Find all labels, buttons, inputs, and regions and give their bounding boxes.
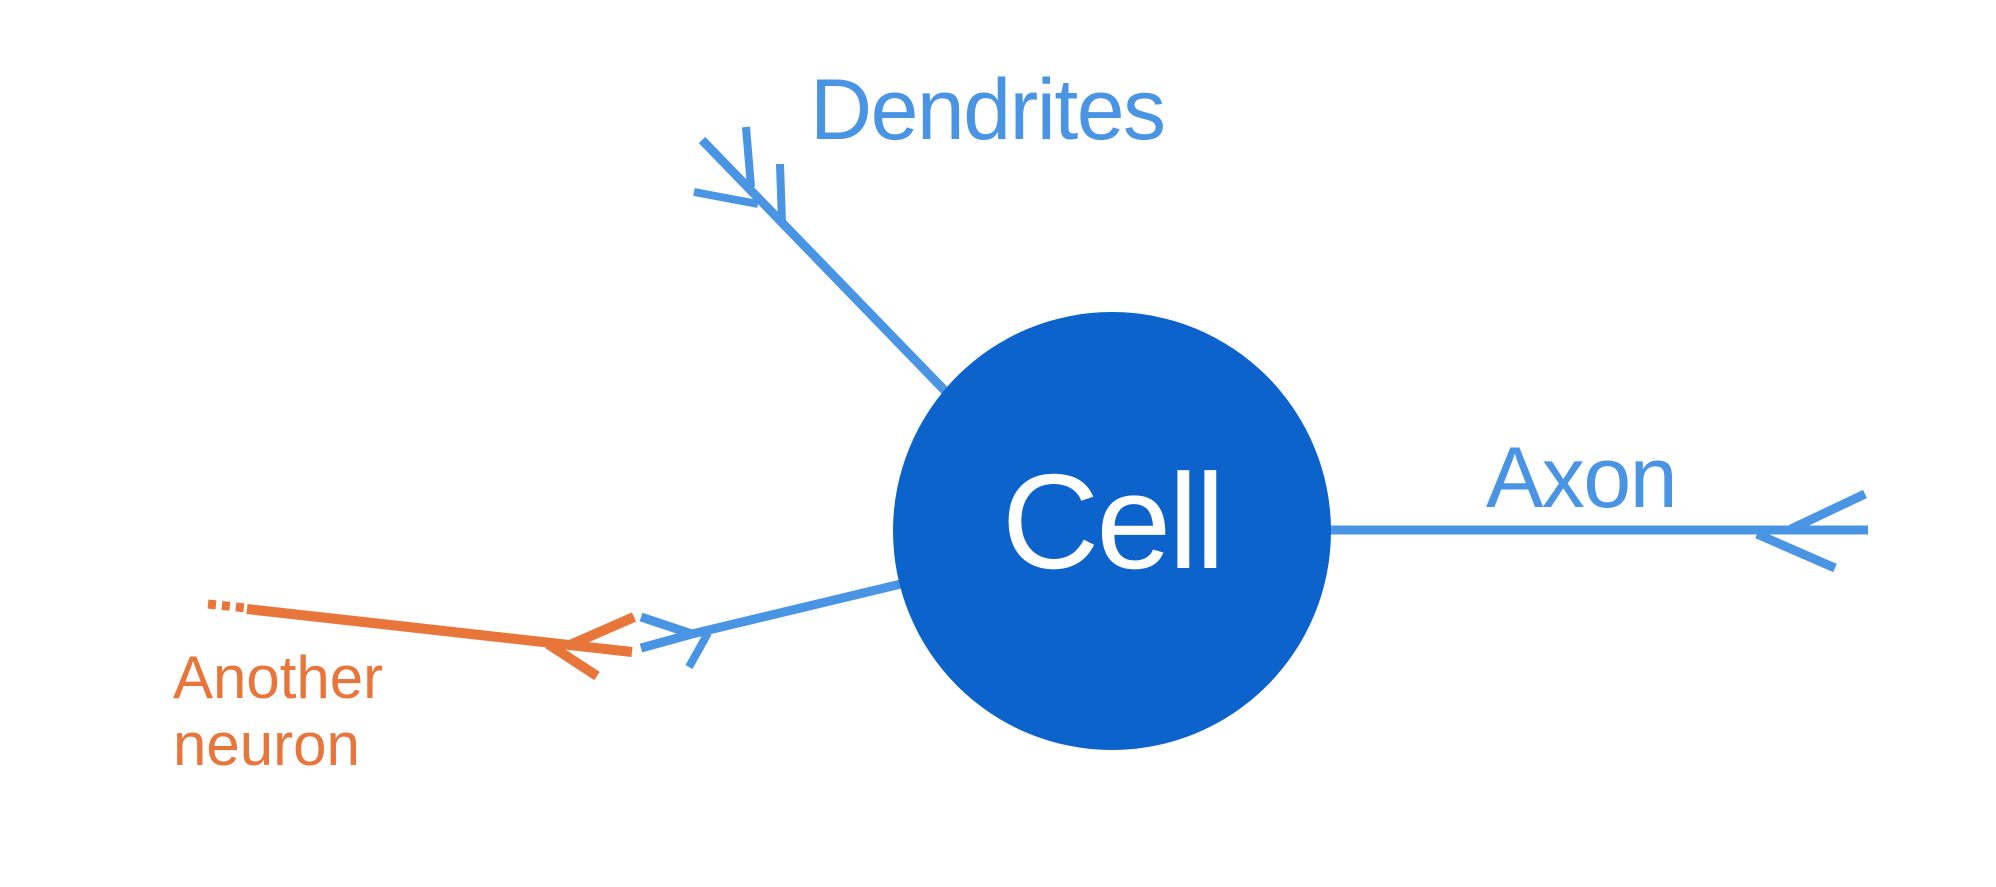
axon-line-group <box>1325 489 1868 573</box>
dendrite-lower-branch <box>685 631 712 669</box>
cell-label: Cell <box>1001 445 1226 597</box>
dendrite-upper <box>693 126 954 400</box>
other-neuron-dashed-start <box>207 599 247 613</box>
dendrite-lower <box>639 578 907 669</box>
dendrite-lower-main-line <box>690 578 907 639</box>
dendrite-upper-branch-3 <box>776 163 786 224</box>
other-neuron-arrowhead-lower <box>545 639 600 681</box>
axon-label: Axon <box>1486 430 1678 526</box>
dendrite-lower-chevron-lower <box>639 629 694 653</box>
axon-arrowhead-lower <box>1755 529 1837 573</box>
cell-body-circle <box>893 312 1331 750</box>
other-neuron-main-line <box>246 604 633 657</box>
dendrites-label: Dendrites <box>810 62 1166 158</box>
cell-label-container: Cell <box>893 312 1331 750</box>
dendrite-upper-branch-1 <box>742 126 755 188</box>
other-neuron-arrowhead-upper <box>567 612 637 650</box>
dendrite-lower-chevron-upper <box>639 612 694 639</box>
dendrite-upper-main-line <box>698 136 954 400</box>
axon-arrowhead-upper <box>1789 489 1867 534</box>
dendrite-upper-branch-2 <box>693 188 759 208</box>
another-neuron-label: Another neuron <box>173 644 384 779</box>
other-neuron-axon <box>207 599 637 681</box>
